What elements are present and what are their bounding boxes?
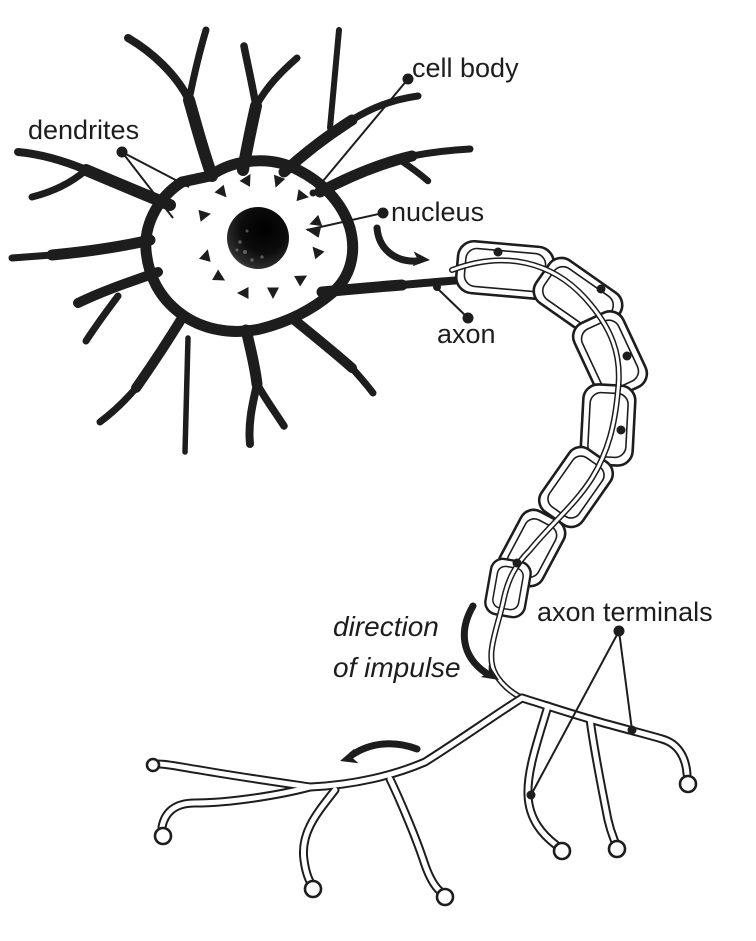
dendrite-branch xyxy=(82,292,122,345)
axon-tube xyxy=(449,257,622,701)
anchor-dot xyxy=(116,146,128,158)
anchor-dot xyxy=(402,73,414,85)
leader-line-nucleus xyxy=(306,212,384,231)
terminal-bulb xyxy=(153,826,173,846)
dendrite-branch xyxy=(124,34,193,104)
label-dendrites: dendrites xyxy=(28,115,140,145)
dendrite-branch xyxy=(14,148,90,174)
dendrite-branch xyxy=(8,251,56,262)
dendrite-branch xyxy=(240,42,260,110)
schwann-nucleus-dot xyxy=(616,425,626,435)
granule-triangle xyxy=(237,287,249,299)
dendrite-branch xyxy=(396,156,432,185)
dendrite-branch xyxy=(46,234,156,261)
dendrite-branch xyxy=(253,380,288,430)
leader-line-axon-terminals xyxy=(618,630,633,731)
granule-triangle xyxy=(294,275,308,287)
granule-triangle xyxy=(199,249,211,262)
myelin-segment xyxy=(571,310,649,400)
nissl-granules xyxy=(198,173,325,299)
anchor-dot xyxy=(433,283,441,291)
terminal-branch xyxy=(305,693,527,792)
leader-arrowhead xyxy=(305,226,322,238)
anchor-dot xyxy=(309,189,317,197)
dendrite-branch xyxy=(348,364,377,397)
leader-line-dendrites xyxy=(121,151,190,188)
leader-line-axon-terminals xyxy=(530,630,620,796)
anchor-dot xyxy=(627,725,637,735)
label-direction-of-impulse: direction of impulse xyxy=(333,606,461,688)
label-axon-terminals: axon terminals xyxy=(537,597,713,627)
leader-lines xyxy=(116,73,637,800)
granule-triangle xyxy=(309,214,323,227)
dendrite-branch xyxy=(96,384,140,426)
terminal-bulb xyxy=(435,887,455,907)
dendrite-branch xyxy=(287,313,357,373)
dendrite-branch xyxy=(327,27,342,131)
schwann-nucleus-dot xyxy=(596,284,606,294)
label-nucleus: nucleus xyxy=(391,197,485,227)
granule-triangle xyxy=(296,189,309,202)
impulse-arrow-down-axon xyxy=(460,602,499,680)
dendrite-branch xyxy=(185,26,210,104)
schwann-nucleus-dot xyxy=(493,247,503,257)
dendrite-branch xyxy=(28,166,90,201)
terminal-bulb xyxy=(552,841,572,861)
dendrite-branch xyxy=(80,164,176,211)
schwann-nuclei xyxy=(493,247,632,568)
terminal-branches xyxy=(145,693,698,907)
granule-triangle xyxy=(267,287,279,299)
leader-line-dendrites xyxy=(121,151,174,219)
label-direction-line2: of impulse xyxy=(333,652,461,683)
dendrite-branch xyxy=(408,145,474,160)
terminal-bulb xyxy=(678,774,698,794)
anchor-dot xyxy=(526,790,536,800)
leader-line-cell-body xyxy=(312,78,409,194)
label-direction-line1: direction xyxy=(333,611,439,642)
dendrite-branch xyxy=(183,94,218,182)
impulse-arrow-soma-to-axon xyxy=(373,224,430,267)
dendrite-branch xyxy=(245,380,261,448)
nucleus-shape xyxy=(227,207,289,269)
dendrite-branch xyxy=(240,324,263,390)
terminal-bulb xyxy=(607,839,627,859)
dendrite-branch xyxy=(237,100,262,176)
granule-triangle xyxy=(239,173,251,187)
dendrite-branch xyxy=(252,54,301,110)
dendrite-branch xyxy=(182,335,191,455)
schwann-nucleus-dot xyxy=(622,351,632,361)
anchor-dot xyxy=(613,625,625,637)
dendrites-drawing xyxy=(8,26,549,455)
nucleus-drawing xyxy=(227,207,289,269)
dendrite-branch xyxy=(73,267,163,308)
dendrite-branch xyxy=(278,114,358,178)
granule-triangle xyxy=(198,209,211,222)
terminal-bulb xyxy=(145,757,161,773)
nucleus-stipple xyxy=(235,229,264,262)
label-axon: axon xyxy=(437,319,496,349)
schwann-nucleus-dot xyxy=(512,558,522,568)
anchor-dot xyxy=(377,207,389,219)
granule-triangle xyxy=(214,184,227,198)
terminal-bulb xyxy=(303,879,323,899)
leader-line-axon xyxy=(436,287,469,319)
granule-triangle xyxy=(273,174,286,188)
dendrite-branch xyxy=(131,313,187,393)
granule-triangle xyxy=(312,246,325,260)
granule-triangle xyxy=(212,269,226,281)
impulse-arrows xyxy=(340,224,499,764)
label-cell-body: cell body xyxy=(412,53,519,83)
dendrite-branch xyxy=(348,92,422,124)
impulse-arrow-along-terminals xyxy=(340,740,421,764)
anchor-dot xyxy=(462,312,474,324)
